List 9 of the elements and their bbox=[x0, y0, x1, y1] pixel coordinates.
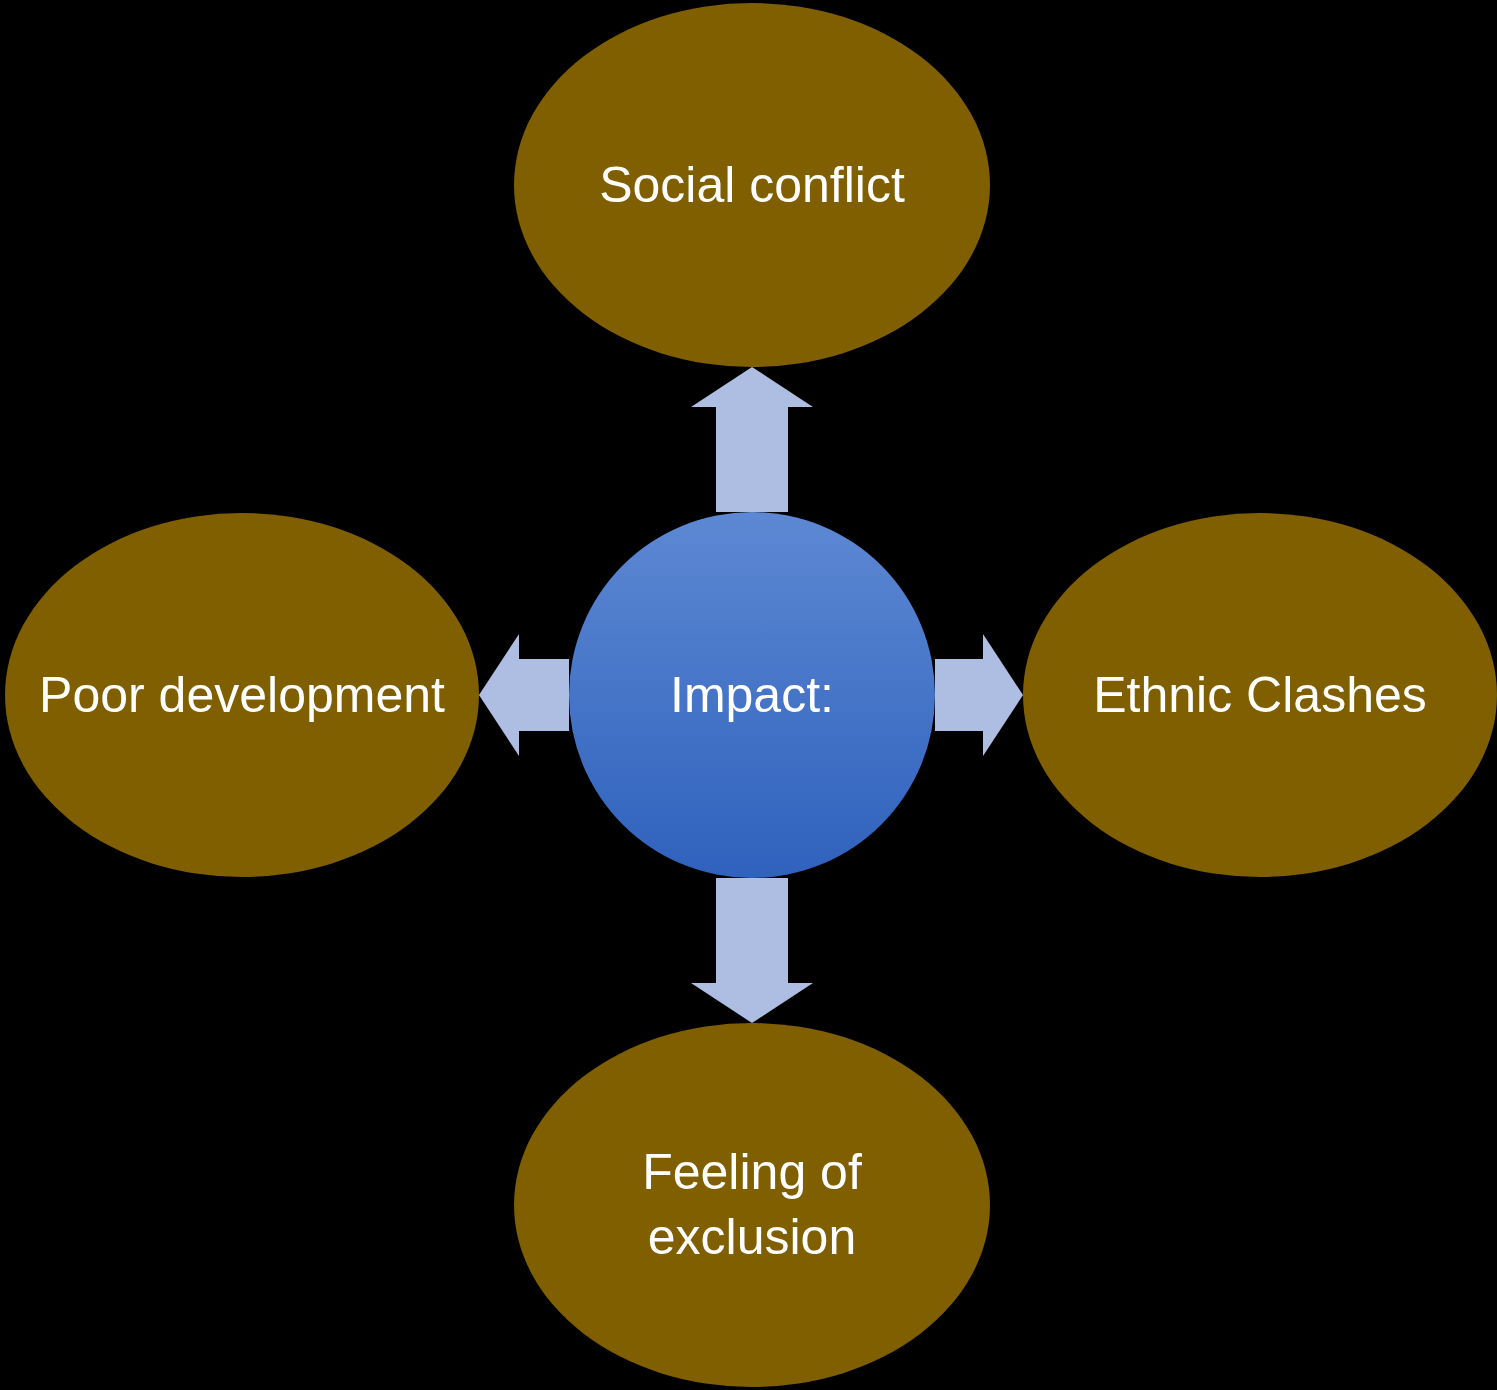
block-arrow bbox=[479, 634, 569, 756]
node-label: Feeling of exclusion bbox=[641, 1143, 863, 1267]
node-label: Ethnic Clashes bbox=[1093, 665, 1427, 725]
block-arrow bbox=[935, 634, 1023, 756]
node-label: Poor development bbox=[39, 665, 445, 725]
node-label: Social conflict bbox=[599, 155, 905, 215]
block-arrow bbox=[691, 878, 813, 1023]
block-arrow bbox=[691, 367, 813, 512]
node-label: Impact: bbox=[670, 665, 834, 725]
